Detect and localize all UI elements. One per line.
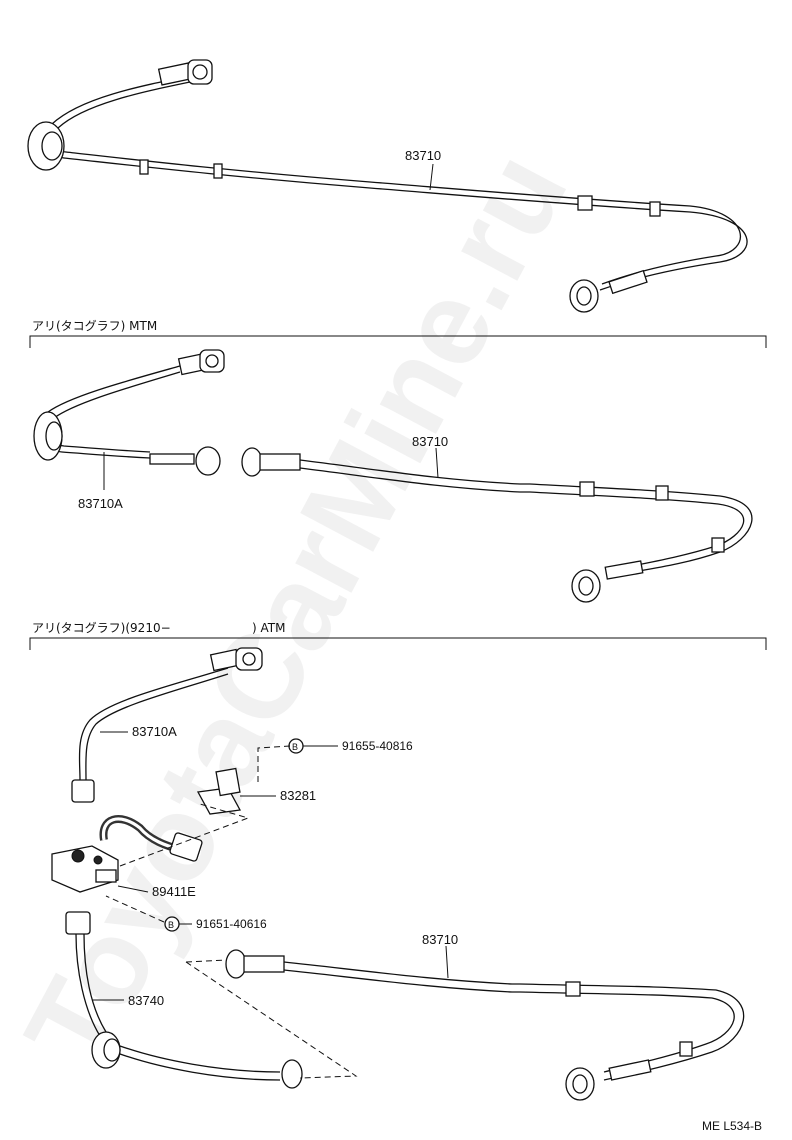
mtm-section-header: アリ(タコグラフ) MTM [29, 319, 767, 348]
callout-83710-bot: 83710 [422, 932, 458, 947]
callout-91655-40816: 91655-40816 [342, 739, 413, 753]
callout-83740: 83740 [128, 993, 164, 1008]
callout-83281: 83281 [280, 788, 316, 803]
atm-section-header: アリ(タコグラフ)(9210− ) ATM [29, 621, 767, 650]
connector-nut-icon [71, 779, 95, 803]
connector-nut-icon [225, 949, 247, 979]
top-speedometer-cable-assembly: 83710 [27, 59, 748, 313]
atm-speedometer-cable-assembly: 83710A 83281 B 91655-40816 89411E B 9165… [51, 647, 745, 1101]
atm-header-prefix: アリ(タコグラフ)(9210− [32, 621, 171, 635]
callout-83710-mid: 83710 [412, 434, 448, 449]
mtm-header-label: アリ(タコグラフ) MTM [32, 319, 157, 333]
callout-83710-top: 83710 [405, 148, 441, 163]
callout-89411E: 89411E [152, 884, 196, 899]
atm-header-suffix: ) ATM [252, 621, 285, 635]
connector-nut-icon [241, 447, 263, 477]
mtm-speedometer-cable-assembly: 83710A 83710 [33, 349, 753, 603]
connector-nut-icon [281, 1059, 303, 1089]
bolt-2-marker: B [168, 920, 174, 930]
callout-83710A-bot: 83710A [132, 724, 177, 739]
watermark: ToyotaCarMine.ru [0, 131, 593, 1087]
callout-83710A-mid: 83710A [78, 496, 123, 511]
connector-nut-icon [65, 911, 91, 935]
bolt-1-marker: B [292, 742, 298, 752]
figure-code: ME L534-B [702, 1119, 762, 1133]
callout-91651-40616: 91651-40616 [196, 917, 267, 931]
